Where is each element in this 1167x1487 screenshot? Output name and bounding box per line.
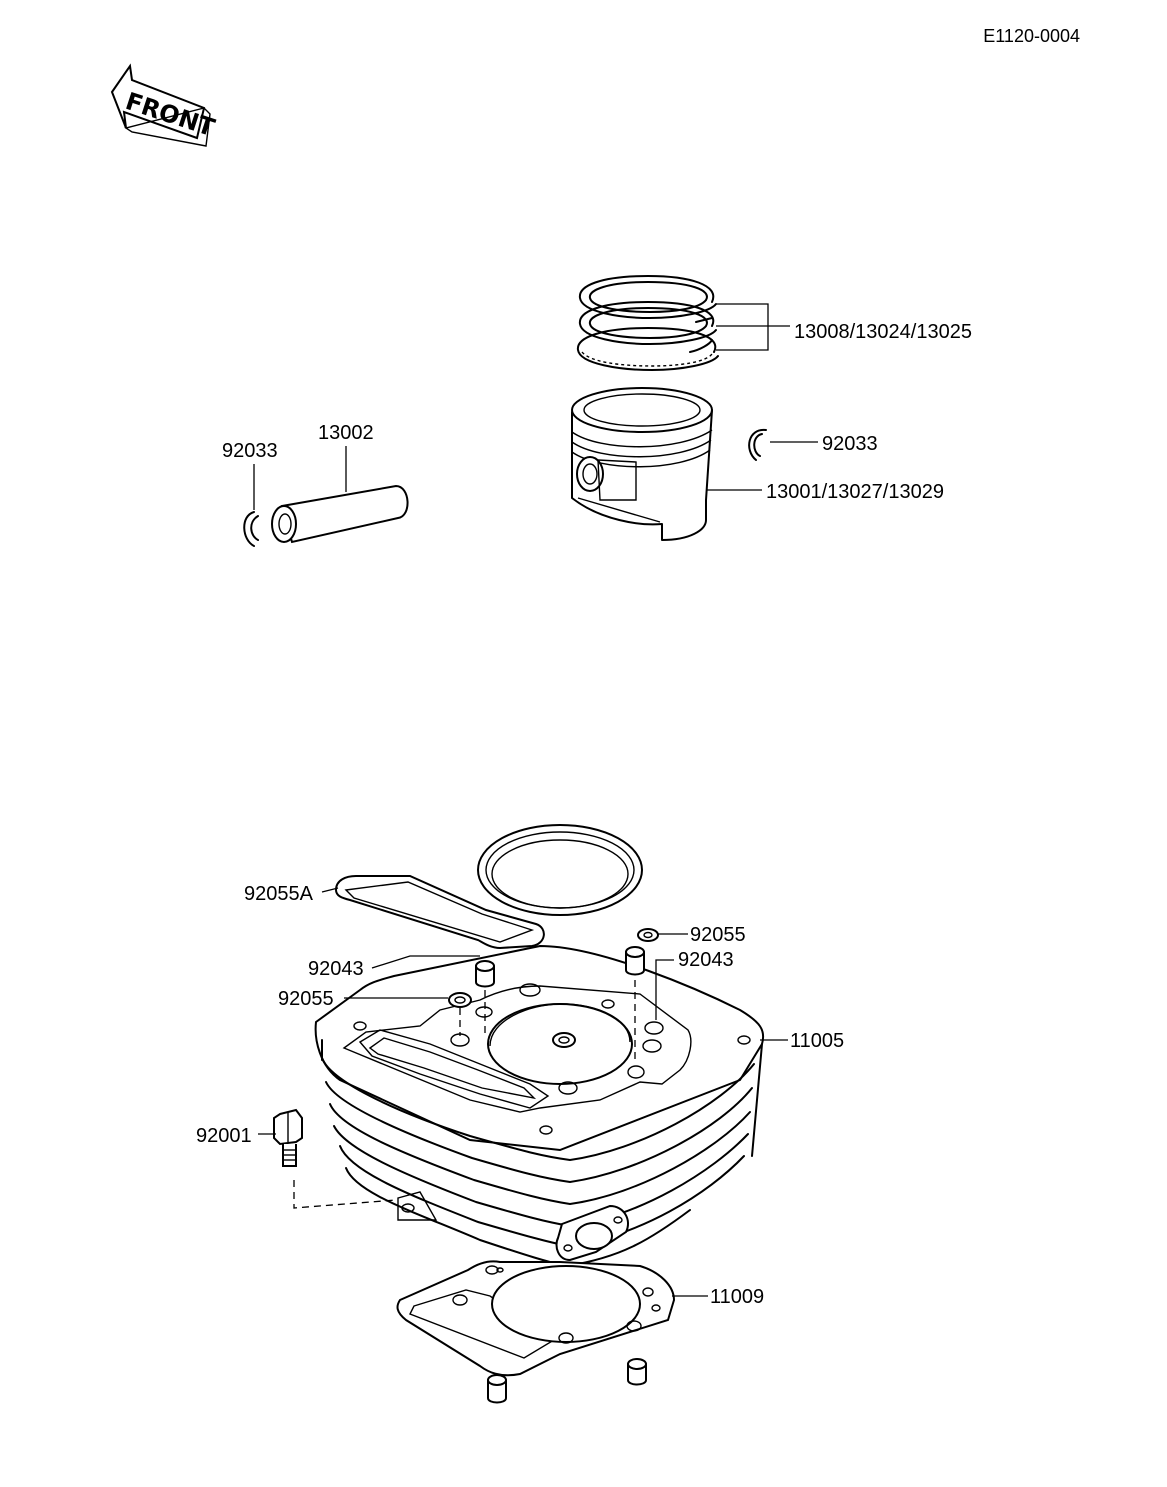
label-oring-left: 92055 (278, 988, 334, 1010)
head-gasket-ring (477, 824, 643, 916)
label-small-gasket: 92055A (244, 883, 314, 905)
label-oring-top: 92055 (690, 924, 746, 946)
front-arrow-icon: FRONT (110, 63, 219, 147)
dowel-right (625, 946, 645, 976)
label-dowel-right: 92043 (678, 949, 734, 971)
label-piston-rings: 13008/13024/13025 (794, 321, 972, 343)
label-base-gasket: 11009 (710, 1286, 764, 1308)
label-cylinder: 11005 (790, 1030, 844, 1052)
label-piston: 13001/13027/13029 (766, 481, 944, 503)
label-bolt: 92001 (196, 1125, 252, 1147)
label-pin-clip-right: 92033 (822, 433, 878, 455)
pin-clip-right (748, 428, 767, 461)
piston-rings (576, 275, 719, 371)
small-gasket (334, 875, 545, 950)
base-dowel-right (627, 1358, 647, 1386)
pin-clip-left (243, 511, 259, 547)
piston (571, 387, 713, 541)
cylinder-block (314, 944, 765, 1267)
label-dowel-left: 92043 (308, 958, 364, 980)
piston-pin (271, 484, 409, 544)
label-pin-clip-left: 92033 (222, 440, 278, 462)
label-piston-pin: 13002 (318, 422, 374, 444)
dowel-left (475, 960, 495, 988)
dowel-right-leader (655, 959, 674, 1020)
cylinder-bolt (273, 1108, 303, 1167)
diagram-code: E1120-0004 (983, 26, 1080, 46)
oring-left (448, 992, 472, 1008)
dowel-left-leader (371, 955, 480, 969)
base-gasket (396, 1260, 676, 1377)
base-dowel-left (487, 1374, 507, 1404)
oring-top (637, 928, 659, 942)
rings-leader (716, 303, 790, 351)
small-gasket-leader (321, 887, 339, 893)
